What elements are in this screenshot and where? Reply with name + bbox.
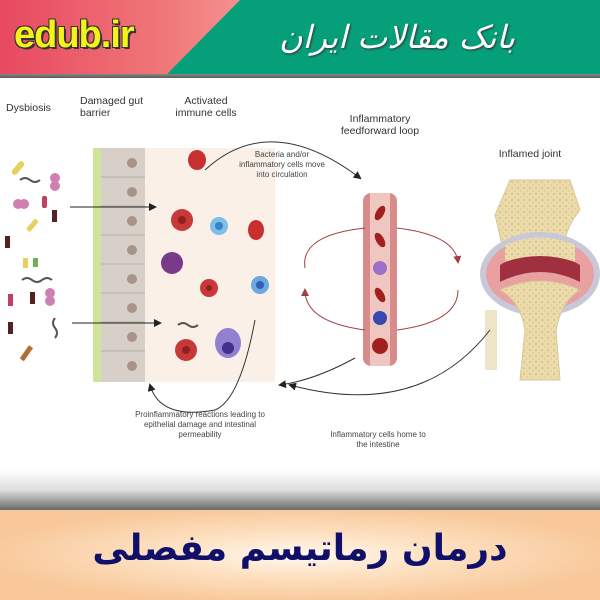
gut-bacteria (5, 161, 60, 362)
annotation-into-circulation: Bacteria and/or inflammatory cells move … (239, 150, 325, 179)
header-divider (0, 74, 600, 78)
footer-shadow (0, 470, 600, 510)
annotation-home-to-intestine: Inflammatory cells home to the intestine (330, 430, 426, 449)
homing-arrow (288, 329, 491, 396)
inflamed-joint-illustration (480, 179, 600, 381)
into-circulation-arrow (204, 141, 362, 180)
immune-cells (161, 150, 269, 361)
footer-banner: درمان رماتیسم مفصلی (0, 510, 600, 600)
article-title: درمان رماتیسم مفصلی (92, 528, 508, 569)
site-logo[interactable]: edub.ir (14, 14, 135, 56)
brand-title: بانک مقالات ایران (279, 18, 515, 56)
label-damaged-gut-barrier: Damaged gut barrier (80, 95, 144, 119)
annotation-proinflammatory: Proinflammatory reactions leading to epi… (135, 410, 265, 439)
site-header: edub.ir بانک مقالات ایران (0, 0, 600, 78)
loop-arrow-right (396, 227, 462, 264)
label-inflamed-joint: Inflamed joint (498, 148, 562, 160)
gut-joint-axis-diagram: Dysbiosis Damaged gut barrier Activated … (0, 80, 600, 480)
label-dysbiosis: Dysbiosis (6, 102, 51, 114)
label-feedforward-loop: Inflammatory feedforward loop (340, 113, 420, 137)
diagram-illustration (5, 141, 600, 413)
loop-arrow-left (301, 288, 366, 331)
proinflammatory-arrow (147, 319, 256, 413)
label-activated-immune-cells: Activated immune cells (175, 95, 237, 119)
blood-vessel (363, 193, 397, 366)
gut-epithelium (93, 148, 145, 382)
